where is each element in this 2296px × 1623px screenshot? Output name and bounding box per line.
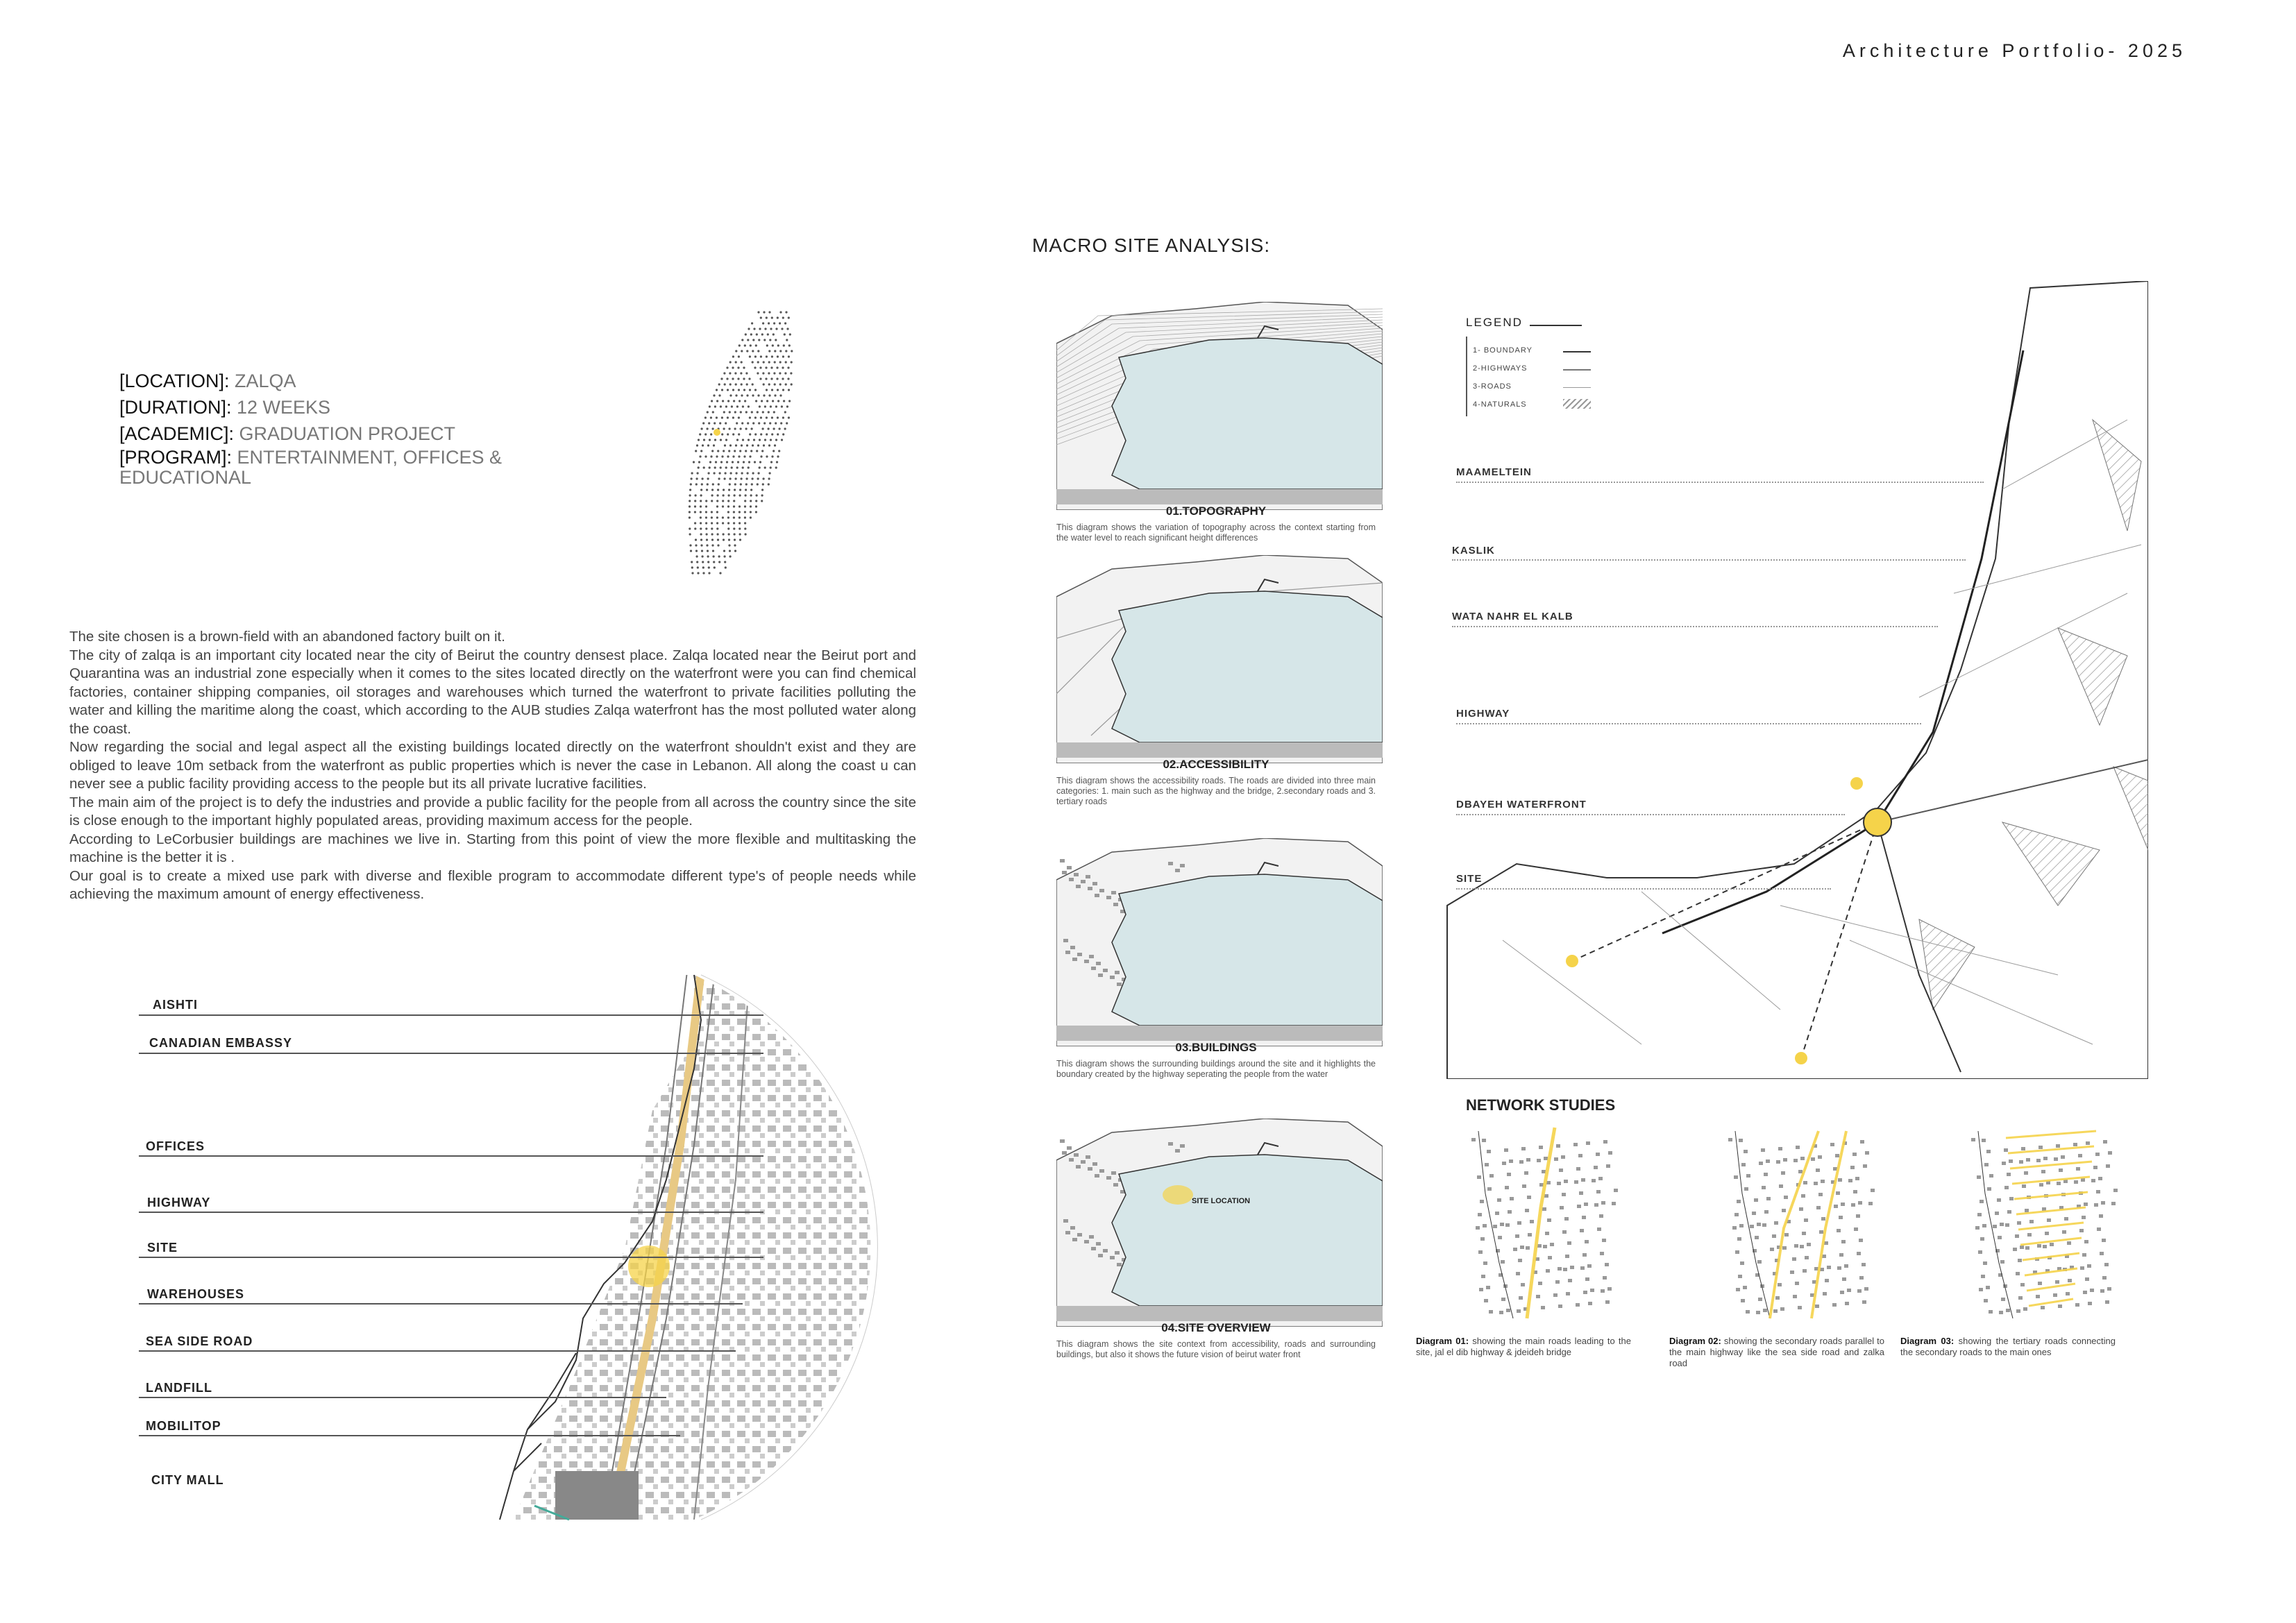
diagram-caption-4: This diagram shows the site context from… <box>1056 1339 1376 1359</box>
legend-item-boundary: 1- BOUNDARY <box>1473 346 1533 355</box>
info-academic: [ACADEMIC]: GRADUATION PROJECT <box>119 423 456 444</box>
site-marker <box>714 429 720 436</box>
legend-swatch <box>1563 351 1591 352</box>
label-sea-side-road: SEA SIDE ROAD <box>146 1334 253 1348</box>
label-offices: OFFICES <box>146 1139 205 1153</box>
legend-item-naturals: 4-NATURALS <box>1473 400 1527 409</box>
legend-swatch <box>1563 399 1591 409</box>
leader-line <box>139 1212 763 1213</box>
label-site: SITE <box>147 1241 178 1255</box>
label-aishti: AISHTI <box>153 998 199 1012</box>
diagram-caption-3: This diagram shows the surrounding build… <box>1056 1059 1376 1079</box>
macro-site-analysis-title: MACRO SITE ANALYSIS: <box>1032 235 1271 256</box>
label-dbayeh-waterfront: DBAYEH WATERFRONT <box>1456 799 1587 810</box>
regional-network-map <box>1446 281 2148 1079</box>
macro-diagram-1 <box>1056 302 1383 510</box>
label-maameltein: MAAMELTEIN <box>1456 466 1532 478</box>
macro-diagram-3 <box>1056 838 1383 1046</box>
label-canadian-embassy: CANADIAN EMBASSY <box>149 1036 293 1050</box>
poi-marker <box>1566 955 1578 967</box>
network-studies-title: NETWORK STUDIES <box>1466 1096 1616 1114</box>
info-location: [LOCATION]: ZALQA <box>119 371 296 391</box>
poi-marker <box>1795 1052 1807 1064</box>
label-mobilitop: MOBILITOP <box>146 1419 221 1433</box>
dotted-line <box>1456 814 1845 815</box>
label-warehouses: WAREHOUSES <box>147 1287 245 1301</box>
diagram-title-3: 03.BUILDINGS <box>1175 1041 1257 1054</box>
label-highway: HIGHWAY <box>1456 708 1510 720</box>
leader-line <box>139 1257 763 1258</box>
legend: LEGEND 1- BOUNDARY 2-HIGHWAYS 3-ROADS 4-… <box>1466 316 1605 420</box>
label-landfill: LANDFILL <box>146 1381 212 1395</box>
site-location-label: SITE LOCATION <box>1192 1197 1250 1205</box>
network-diagram-3 <box>1971 1130 2118 1319</box>
diagram-title-2: 02.ACCESSIBILITY <box>1163 758 1269 771</box>
label-highway: HIGHWAY <box>147 1196 211 1209</box>
info-program: [PROGRAM]: ENTERTAINMENT, OFFICES & <box>119 447 503 468</box>
site-highlight <box>628 1246 670 1287</box>
label-site: SITE <box>1456 873 1483 885</box>
project-info: [LOCATION]: ZALQA [DURATION]: 12 WEEKS [… <box>119 368 502 487</box>
dotted-line <box>1452 559 1966 561</box>
network-caption-1: Diagram 01: showing the main roads leadi… <box>1416 1336 1631 1357</box>
dotted-line <box>1452 626 1938 627</box>
poi-marker <box>1850 777 1863 790</box>
diagram-title-1: 01.TOPOGRAPHY <box>1165 504 1267 518</box>
legend-swatch <box>1563 387 1591 388</box>
info-duration: [DURATION]: 12 WEEKS <box>119 397 331 418</box>
legend-title: LEGEND <box>1466 316 1523 329</box>
site-map-labels: AISHTI CANADIAN EMBASSY OFFICES HIGHWAY … <box>69 971 763 1527</box>
site-location-highlight <box>1163 1185 1193 1205</box>
label-wata-nahr-el-kalb: WATA NAHR EL KALB <box>1452 611 1573 622</box>
legend-item-highways: 2-HIGHWAYS <box>1473 364 1528 373</box>
diagram-title-4: 04.SITE OVERVIEW <box>1161 1321 1271 1334</box>
site-context-map <box>493 974 878 1521</box>
legend-title-rule <box>1530 325 1582 326</box>
lebanon-dot-map <box>688 311 793 575</box>
network-diagram-2 <box>1728 1130 1875 1319</box>
diagram-caption-1: This diagram shows the variation of topo… <box>1056 522 1376 543</box>
paragraph-5: According to LeCorbusier buildings are m… <box>69 831 916 866</box>
macro-diagram-4: SITE LOCATION <box>1056 1119 1383 1327</box>
macro-diagram-2 <box>1056 555 1383 763</box>
info-program-cont: EDUCATIONAL <box>119 467 252 488</box>
label-kaslik: KASLIK <box>1452 545 1495 556</box>
legend-bracket <box>1466 337 1467 416</box>
legend-item-roads: 3-ROADS <box>1473 382 1512 391</box>
project-description: The site chosen is a brown-field with an… <box>69 628 916 904</box>
leader-line <box>139 1303 743 1305</box>
leader-line <box>139 1350 736 1352</box>
leader-line <box>139 1053 763 1054</box>
label-city-mall: CITY MALL <box>151 1473 224 1487</box>
portfolio-title: Architecture Portfolio- 2025 <box>1842 40 2186 61</box>
paragraph-4: The main aim of the project is to defy t… <box>69 794 916 829</box>
site-location-marker <box>1863 808 1892 837</box>
leader-line <box>139 1014 763 1016</box>
network-caption-2: Diagram 02: showing the secondary roads … <box>1669 1336 1885 1368</box>
paragraph-2: The city of zalqa is an important city l… <box>69 647 916 737</box>
paragraph-1: The site chosen is a brown-field with an… <box>69 629 505 645</box>
leader-line <box>139 1397 666 1398</box>
network-caption-3: Diagram 03: showing the tertiary roads c… <box>1900 1336 2116 1357</box>
legend-swatch <box>1563 369 1591 371</box>
leader-line <box>139 1435 680 1436</box>
leader-line <box>139 1155 763 1157</box>
paragraph-6: Our goal is to create a mixed use park w… <box>69 867 916 903</box>
dotted-line <box>1456 888 1831 890</box>
paragraph-3: Now regarding the social and legal aspec… <box>69 739 916 792</box>
diagram-caption-2: This diagram shows the accessibility roa… <box>1056 776 1376 806</box>
dotted-line <box>1456 723 1921 724</box>
dotted-line <box>1456 482 1984 483</box>
network-diagram-1 <box>1471 1127 1618 1319</box>
